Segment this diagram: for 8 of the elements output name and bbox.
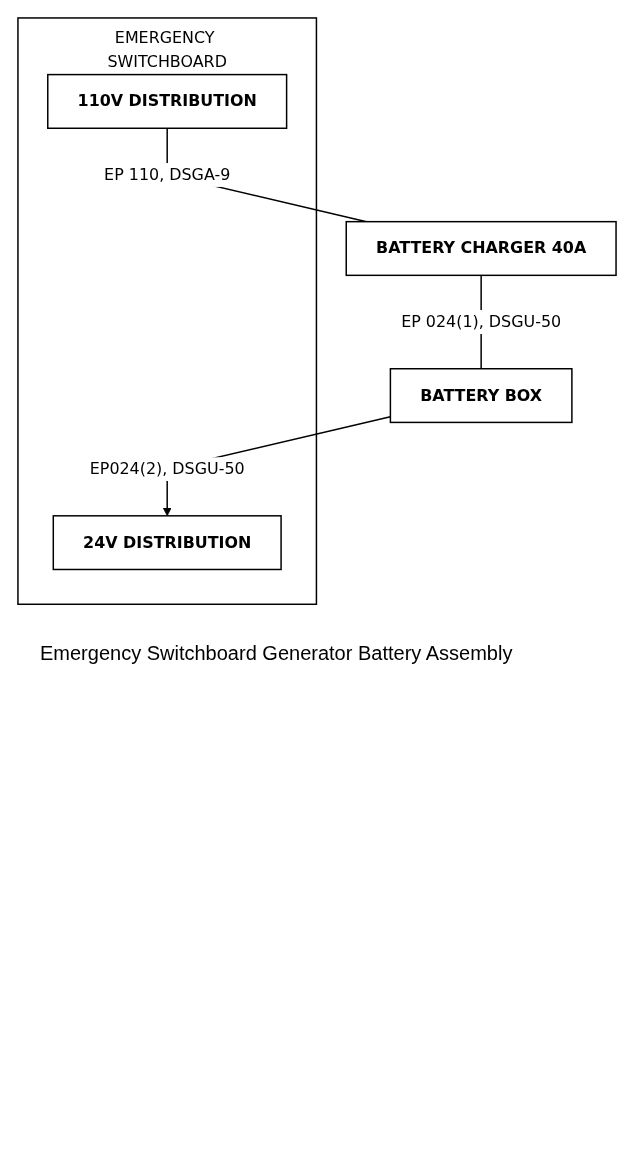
edge-label: EP 024(1), DSGU-50 <box>401 312 562 331</box>
node-box: BATTERY BOX <box>389 368 573 424</box>
edge-label: EP024(2), DSGU-50 <box>89 459 245 479</box>
edge-label: EP 110, DSGA-9 <box>104 165 231 184</box>
node-box: BATTERY CHARGER 40A <box>345 220 617 277</box>
node-box: 110V DISTRIBUTION <box>47 73 288 129</box>
node-box: 24V DISTRIBUTION <box>52 515 282 571</box>
caption: Emergency Switchboard Generator Battery Assembly <box>40 642 514 666</box>
